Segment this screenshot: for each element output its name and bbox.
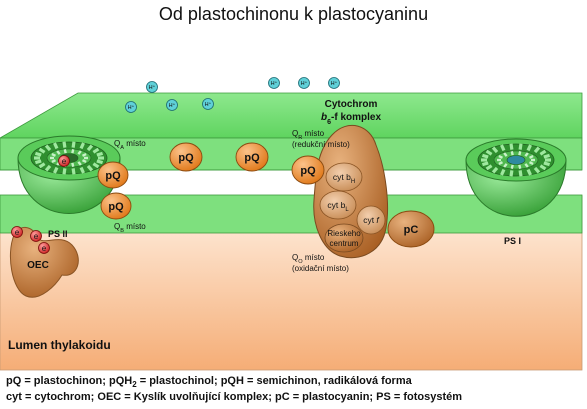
- proton-label: H⁺: [149, 84, 156, 91]
- electron-icon: e: [11, 226, 23, 238]
- rieske-line-1: Rieskeho: [327, 229, 361, 238]
- qr-site-sublabel: (redukční místo): [292, 140, 350, 149]
- proton-label: H⁺: [128, 104, 135, 111]
- legend-line-1-part-b: = plastochinol; pQH = semichinon, radiká…: [136, 375, 412, 387]
- proton-label: H⁺: [169, 102, 176, 109]
- qb-site-label: QB místo: [114, 222, 146, 234]
- oec-label: OEC: [27, 260, 49, 271]
- ps1-label: PS I: [504, 236, 521, 246]
- pc-molecule: pC: [387, 210, 435, 248]
- qr-site-label: QR místo: [292, 129, 325, 141]
- pq-molecule-label: pQ: [178, 152, 194, 164]
- cyt-f: cyt f: [356, 205, 386, 235]
- electron-label: e: [15, 228, 20, 237]
- proton-group: H⁺ H⁺ H⁺ H⁺ H⁺ H⁺ H⁺: [125, 77, 340, 113]
- proton-icon: H⁺: [202, 98, 214, 110]
- pq-molecule-label: pQ: [244, 152, 260, 164]
- pq-molecule: pQ: [291, 155, 325, 185]
- legend-line-1-part-a: pQ = plastochinon; pQH: [6, 375, 133, 387]
- proton-icon: H⁺: [298, 77, 310, 89]
- membrane-top-surface: [0, 92, 583, 139]
- rieske-line-2: centrum: [330, 239, 359, 248]
- qo-site-sublabel: (oxidační místo): [292, 264, 349, 273]
- electron-label: e: [62, 157, 67, 166]
- cytochrome-title-line-2: b6-f komplex: [321, 112, 381, 126]
- proton-icon: H⁺: [166, 99, 178, 111]
- cyt-bh: cyt bH: [325, 162, 363, 192]
- electron-icon: e: [30, 230, 42, 242]
- cyt-bl: cyt bL: [319, 190, 357, 220]
- proton-label: H⁺: [205, 101, 212, 108]
- proton-icon: H⁺: [125, 101, 137, 113]
- proton-label: H⁺: [301, 80, 308, 87]
- pq-molecule: pQ: [235, 142, 269, 172]
- pq-molecule: pQ: [97, 161, 129, 189]
- pq-molecule-label: pQ: [108, 201, 124, 213]
- proton-icon: H⁺: [328, 77, 340, 89]
- pq-molecule: pQ: [100, 192, 132, 220]
- diagram-title: Od plastochinonu k plastocyaninu: [158, 4, 429, 24]
- qa-site-label: QA místo: [114, 139, 146, 151]
- legend-line-2: cyt = cytochrom; OEC = Kyslík uvolňující…: [6, 391, 463, 403]
- electron-icon: e: [38, 242, 50, 254]
- electron-icon: e: [58, 155, 70, 167]
- lumen-label: Lumen thylakoidu: [8, 338, 111, 352]
- pq-molecule-label: pQ: [300, 165, 316, 177]
- photosystem-1: [465, 138, 567, 217]
- cyt-f-label: cyt f: [363, 215, 380, 225]
- proton-icon: H⁺: [146, 81, 158, 93]
- legend-line-1-sub: 2: [132, 380, 137, 390]
- cyt-bh-label: cyt bH: [333, 172, 355, 185]
- pc-molecule-label: pC: [404, 224, 419, 236]
- ps2-label: PS II: [48, 229, 68, 239]
- pq-molecule-label: pQ: [105, 170, 121, 182]
- electron-label: e: [42, 244, 47, 253]
- cytochrome-title-line-1: Cytochrom: [325, 99, 378, 110]
- legend-line-1: pQ = plastochinon; pQH2 = plastochinol; …: [6, 375, 412, 389]
- proton-label: H⁺: [331, 80, 338, 87]
- cyt-bl-label: cyt bL: [327, 200, 349, 213]
- proton-icon: H⁺: [268, 77, 280, 89]
- electron-label: e: [34, 232, 39, 241]
- proton-label: H⁺: [271, 80, 278, 87]
- pq-molecule: pQ: [169, 142, 203, 172]
- qo-site-label: QO místo: [292, 253, 325, 265]
